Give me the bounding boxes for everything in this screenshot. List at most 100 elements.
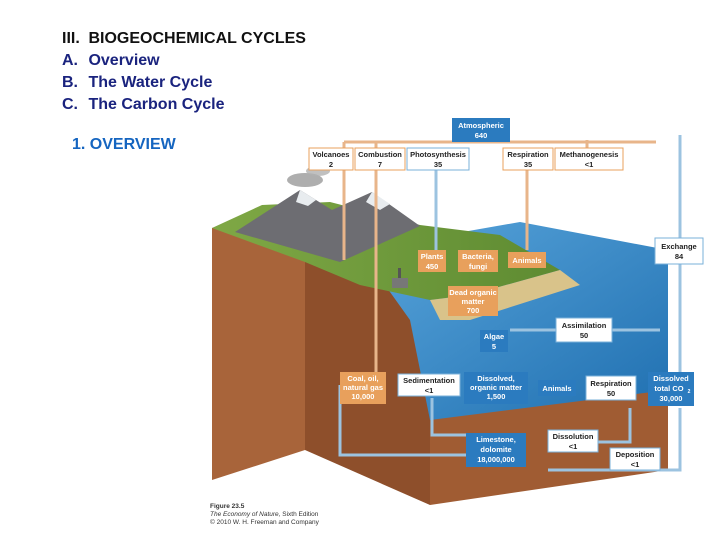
lecture-outline: III. BIOGEOCHEMICAL CYCLES A. Overview B… [62,28,306,116]
figure-caption: Figure 23.5 The Economy of Nature, Sixth… [210,503,319,527]
limestone-label: Limestone, [476,435,516,444]
assimilation-label: Assimilation [562,321,607,330]
node-dissolved-organic: Dissolved, organic matter 1,500 [464,372,528,404]
node-photosynthesis: Photosynthesis 35 [406,147,470,171]
node-methanogenesis: Methanogenesis <1 [554,147,624,171]
node-dissolution: Dissolution <1 [547,429,599,453]
node-exchange: Exchange 84 [654,237,704,265]
factory-chimney [398,268,401,278]
volcano-smoke [287,173,323,187]
outline-text: The Carbon Cycle [88,96,225,113]
photosynthesis-value: 35 [434,160,442,169]
section-heading: 1. OVERVIEW [72,136,176,153]
respiration-value: 35 [524,160,532,169]
deposition-value: <1 [631,460,640,469]
photosynthesis-label: Photosynthesis [410,150,466,159]
coal-value: 10,000 [352,392,375,401]
dead-organic-label: Dead organic [449,288,497,297]
outline-item-section-3: III. BIOGEOCHEMICAL CYCLES [62,28,306,50]
node-volcanoes: Volcanoes 2 [308,147,354,171]
mountain-snow-2 [366,192,390,210]
soil-cross-section [212,210,305,480]
outline-text: Overview [88,52,160,69]
dead-organic-label-2: matter [462,297,485,306]
assimilation-value: 50 [580,331,588,340]
respiration-sea-value: 50 [607,389,615,398]
dissolution-label: Dissolution [553,432,594,441]
caption-copyright: © 2010 W. H. Freeman and Company [210,519,319,526]
outline-number: C. [62,96,78,113]
bacteria-label-2: fungi [469,262,487,271]
node-sedimentation: Sedimentation <1 [397,373,461,397]
node-animals-sea: Animals [538,380,576,396]
dissolved-co2-label: Dissolved [653,374,689,383]
node-plants: Plants 450 [418,250,446,272]
outline-number: A. [62,52,78,69]
node-coal: Coal, oil, natural gas 10,000 [340,372,386,404]
atmospheric-value: 640 [475,131,488,140]
landscape-illustration [212,166,668,505]
outline-number: III. [62,30,80,47]
node-bacteria: Bacteria, fungi [458,250,498,272]
plants-value: 450 [426,262,439,271]
arrow-sed-to-limestone [430,398,466,437]
methanogenesis-label: Methanogenesis [560,150,619,159]
respiration-sea-label: Respiration [590,379,632,388]
outline-number: B. [62,74,78,91]
deposition-label: Deposition [616,450,655,459]
arrow-limestone-loop [338,385,466,457]
coal-label: Coal, oil, [347,374,378,383]
exchange-label: Exchange [661,242,696,251]
node-combustion: Combustion 7 [354,147,406,171]
factory [392,278,408,288]
node-atmospheric: Atmospheric 640 [452,118,510,142]
animals-label: Animals [512,256,541,265]
node-limestone: Limestone, dolomite 18,000,000 [466,433,526,467]
node-respiration-top: Respiration 35 [502,147,554,171]
node-dissolved-co2: Dissolved total CO 2 30,000 [648,372,694,406]
caption-book-line: The Economy of Nature, Sixth Edition [210,511,319,519]
volcanoes-label: Volcanoes [313,150,350,159]
animals-sea-label: Animals [542,384,571,393]
dead-organic-value: 700 [467,306,480,315]
sedimentation-label: Sedimentation [403,376,455,385]
atmospheric-label: Atmospheric [458,121,504,130]
mountain [235,190,420,262]
outline-text: The Water Cycle [88,74,213,91]
exchange-value: 84 [675,252,684,261]
node-deposition: Deposition <1 [609,447,661,471]
limestone-value: 18,000,000 [477,455,515,464]
dissolved-organic-label-2: organic matter [470,383,522,392]
combustion-label: Combustion [358,150,402,159]
dissolved-co2-label-2: total CO [654,384,683,393]
dissolution-value: <1 [569,442,578,451]
respiration-label: Respiration [507,150,549,159]
dissolved-organic-label: Dissolved, [477,374,515,383]
sedimentation-value: <1 [425,386,434,395]
plants-label: Plants [421,252,444,261]
methanogenesis-value: <1 [585,160,594,169]
bacteria-label: Bacteria, [462,252,494,261]
combustion-value: 7 [378,160,382,169]
mountain-snow [296,190,316,206]
outline-item-b: B. The Water Cycle [62,72,306,94]
node-dead-organic: Dead organic matter 700 [448,286,498,316]
limestone-label-2: dolomite [480,445,511,454]
outline-text: BIOGEOCHEMICAL CYCLES [88,30,306,47]
dissolved-organic-value: 1,500 [487,392,506,401]
caption-edition: Sixth Edition [280,511,319,518]
arrow-deposition [548,408,682,472]
co2-subscript: 2 [688,389,691,395]
algae-value: 5 [492,342,496,351]
node-assimilation: Assimilation 50 [555,317,613,343]
outline-item-a: A. Overview [62,50,306,72]
volcanoes-value: 2 [329,160,333,169]
caption-figure-number: Figure 23.5 [210,503,245,510]
algae-label: Algae [484,332,504,341]
dissolved-co2-value: 30,000 [660,394,683,403]
node-respiration-sea: Respiration 50 [585,375,637,401]
coal-label-2: natural gas [343,383,383,392]
node-animals-land: Animals [508,252,546,268]
caption-book-title: The Economy of Nature, [210,511,281,518]
